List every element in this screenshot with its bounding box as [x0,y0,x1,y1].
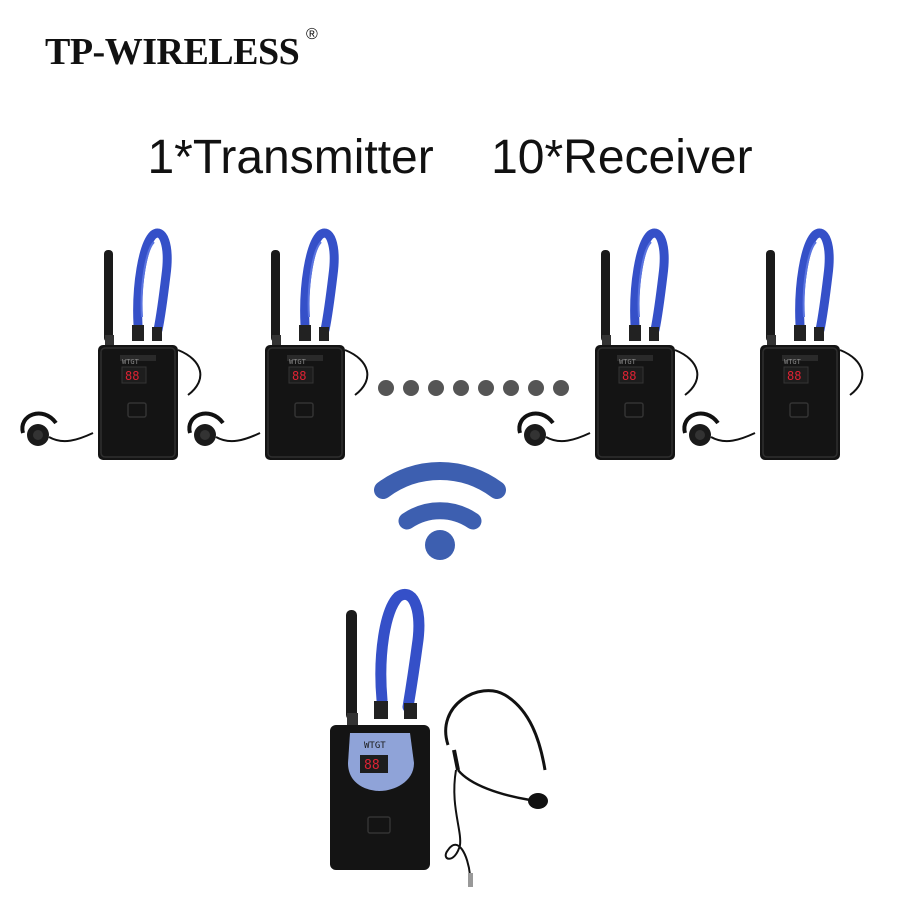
registered-mark: ® [305,26,318,43]
transmitter-unit [330,589,548,887]
receiver-label-2: WTGT [289,358,307,366]
transmitter-display: 88 [364,758,380,773]
wifi-signal-icon [374,462,506,560]
receiver-unit-1 [22,233,200,460]
receiver-count: 10*Receiver [491,131,753,184]
receiver-display-1: 88 [125,369,139,383]
brand-name: TP-WIRELESS [45,31,300,73]
transmitter-count: 1*Transmitter [147,131,434,184]
transmitter-label: WTGT [364,741,386,751]
receiver-label-1: WTGT [122,358,140,366]
ellipsis-dots [378,380,569,396]
brand-logo: TP-WIRELESS ® [45,26,318,74]
receiver-unit-4 [684,233,862,460]
receiver-display-3: 88 [622,369,636,383]
receiver-unit-2 [189,233,367,460]
receiver-display-4: 88 [787,369,801,383]
transmitter-labels: WTGT 88 [364,741,386,773]
receiver-labels: WTGT WTGT WTGT WTGT 88 88 88 88 [122,358,802,383]
receiver-label-3: WTGT [619,358,637,366]
receiver-unit-3 [519,233,697,460]
receiver-display-2: 88 [292,369,306,383]
receiver-label-4: WTGT [784,358,802,366]
headline: 1*Transmitter 10*Receiver [0,130,900,185]
